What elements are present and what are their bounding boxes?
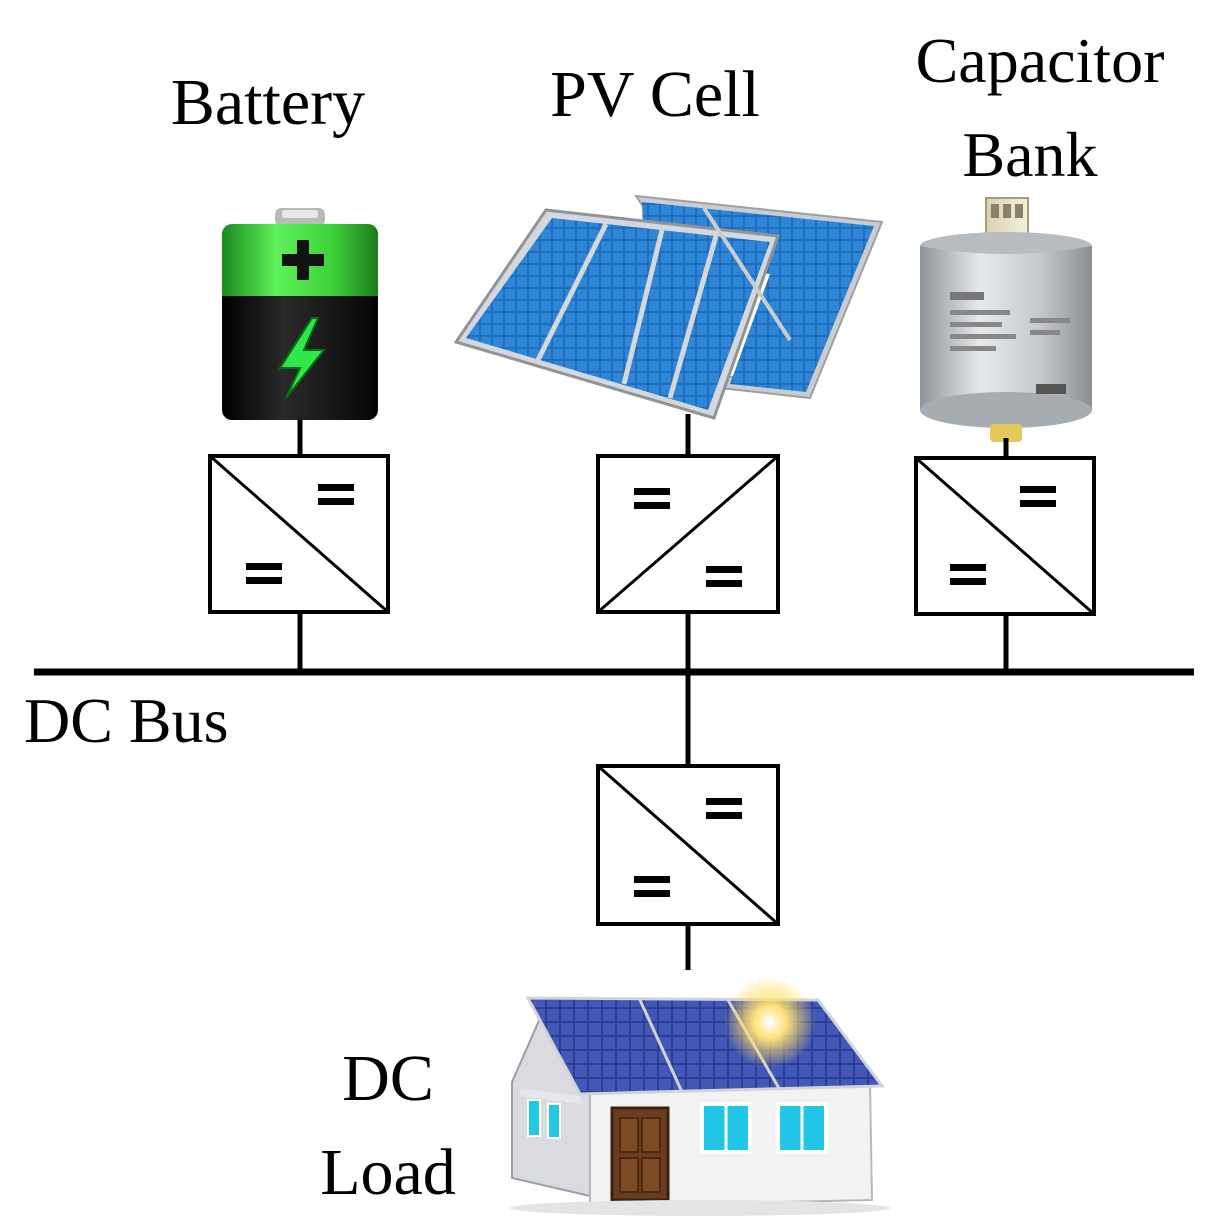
battery-converter [208, 454, 390, 614]
solar-house-icon [510, 976, 890, 1216]
dc-bus-label: DC Bus [24, 685, 229, 756]
pv-cell-label: PV Cell [550, 58, 760, 131]
pv-converter [596, 454, 780, 614]
dc-load-label-line1: DC [342, 1042, 434, 1115]
battery-label: Battery [171, 66, 365, 139]
dc-load-label-line2: Load [320, 1136, 456, 1209]
battery-icon [222, 208, 378, 420]
capacitor-bank-label-line2: Bank [962, 119, 1097, 190]
capacitor-bank-label-line1: Capacitor [916, 25, 1165, 96]
capacitor-icon [920, 197, 1092, 442]
load-converter [596, 764, 780, 926]
solar-panel-icon [453, 194, 884, 420]
capacitor-converter [914, 456, 1096, 616]
